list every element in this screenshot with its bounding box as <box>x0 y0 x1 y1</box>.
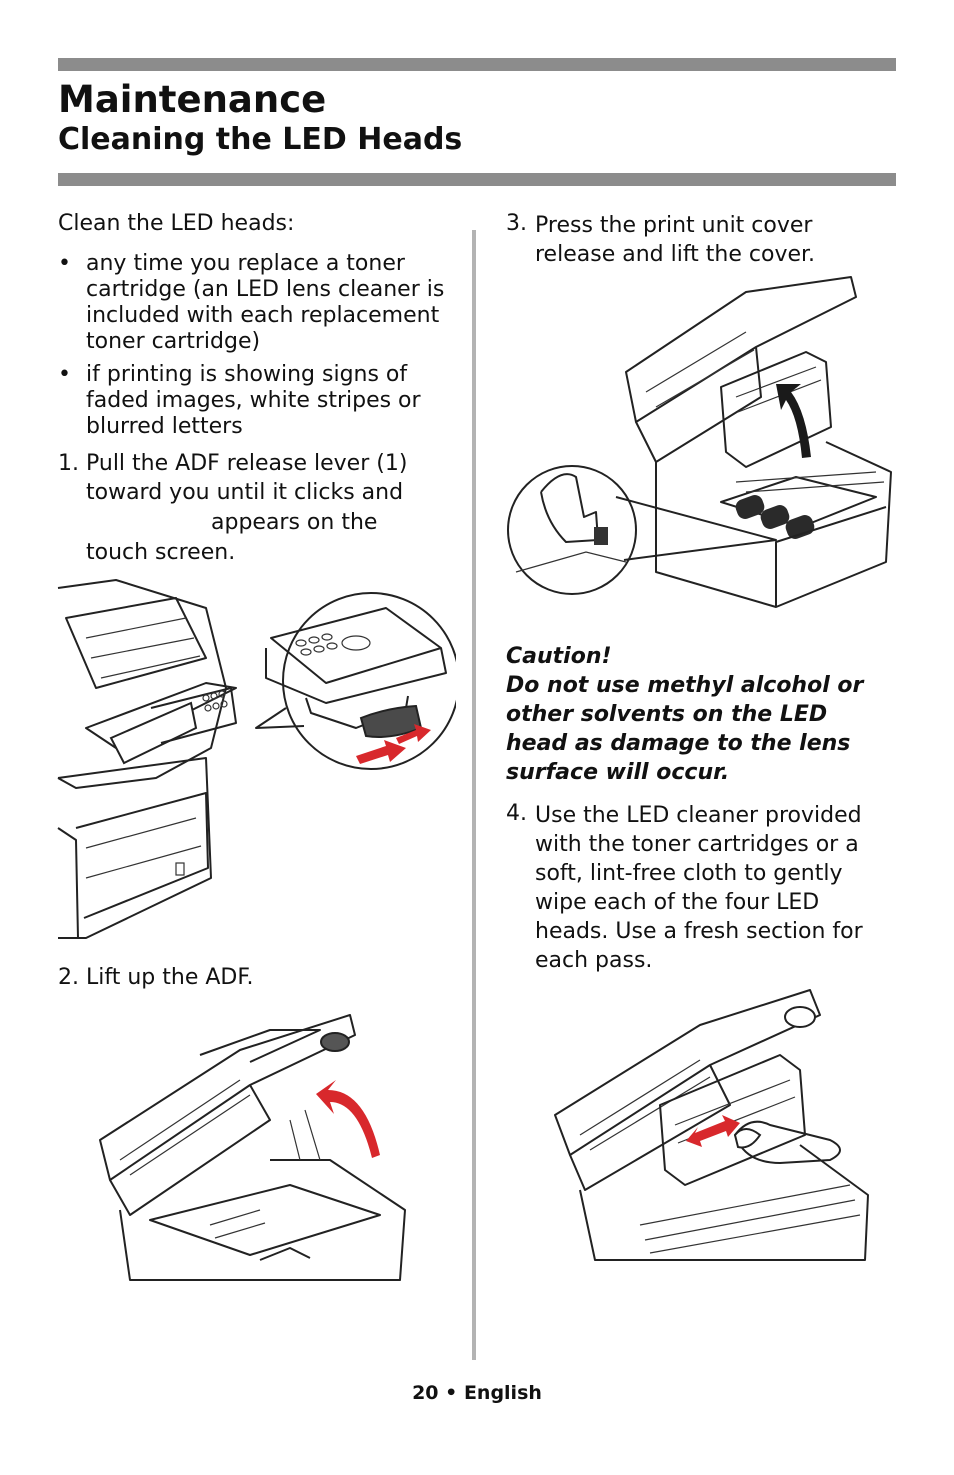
printer-cover-open-illustration <box>507 276 892 608</box>
step-1-line-4: touch screen. <box>86 540 236 565</box>
footer-language: English <box>463 1382 542 1404</box>
footer-separator: • <box>445 1382 458 1404</box>
step-1-line-2: toward you until it clicks and <box>86 480 404 505</box>
column-divider <box>472 230 476 1360</box>
bullet-item-faded: if printing is showing signs of faded im… <box>86 362 421 439</box>
page-footer: 20 • English <box>0 1382 954 1404</box>
section-title: Cleaning the LED Heads <box>58 122 463 157</box>
caution-box: Caution! Do not use methyl alcohol or ot… <box>506 642 886 787</box>
bullet-marker: • <box>58 362 71 387</box>
printer-adf-lifted-illustration <box>99 1014 406 1281</box>
step-4-text: Use the LED cleaner provided with the to… <box>535 803 863 973</box>
step-number: 2. <box>58 965 79 990</box>
step-2-text: Lift up the ADF. <box>86 965 254 990</box>
step-number: 4. <box>506 801 527 826</box>
step-1-line-1: Pull the ADF release lever (1) <box>86 451 408 476</box>
step-3-text: Press the print unit cover release and l… <box>535 213 816 267</box>
caution-title: Caution! <box>506 644 612 669</box>
intro-text: Clean the LED heads: <box>58 211 295 236</box>
page-title: Maintenance <box>58 78 327 121</box>
step-number: 3. <box>506 211 527 236</box>
step-number: 1. <box>58 451 79 476</box>
printer-adf-lever-illustration <box>57 579 456 939</box>
top-rule <box>58 58 896 71</box>
header-bottom-rule <box>58 173 896 186</box>
led-head-cleaning-illustration <box>554 989 869 1261</box>
bullet-item-toner: any time you replace a toner cartridge (… <box>86 251 445 354</box>
bullet-marker: • <box>58 251 71 276</box>
caution-text: Do not use methyl alcohol or other solve… <box>506 673 864 785</box>
page-number: 20 <box>412 1382 439 1404</box>
step-1-line-3: appears on the <box>211 510 378 535</box>
